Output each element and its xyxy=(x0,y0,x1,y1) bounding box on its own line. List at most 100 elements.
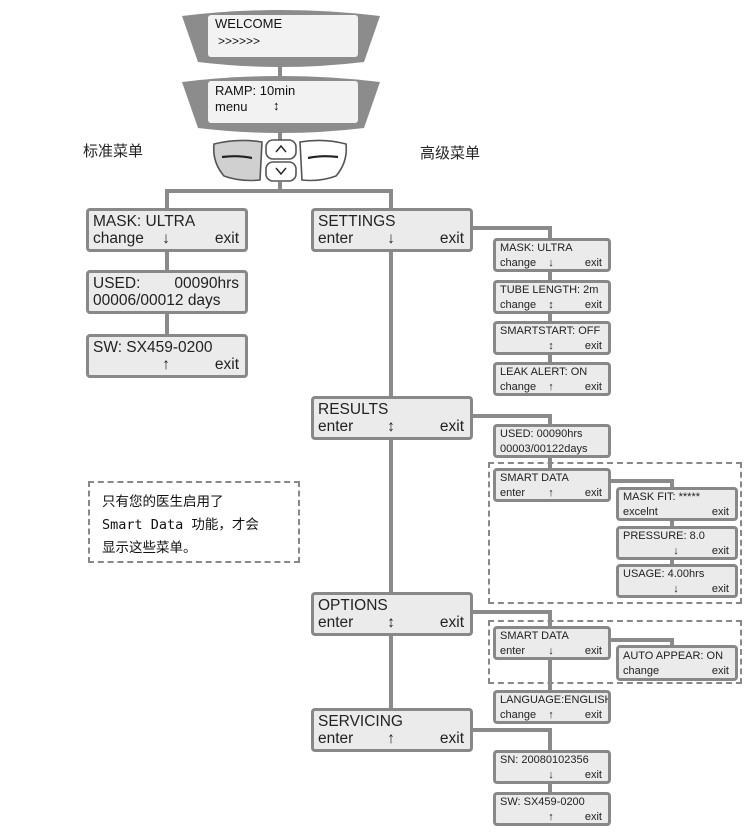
settings-leak-alert-item[interactable]: LEAK ALERT: ON change ↑ exit xyxy=(493,362,611,396)
item-title: SW: SX459-0200 xyxy=(93,339,213,356)
exit-label: exit xyxy=(439,614,464,631)
down-arrow-icon: ↓ xyxy=(387,230,395,247)
menu-title: OPTIONS xyxy=(318,597,388,614)
standard-mask-item[interactable]: MASK: ULTRA change ↓ exit xyxy=(86,208,248,252)
up-arrow-icon: ↑ xyxy=(548,487,554,499)
menu-title: SETTINGS xyxy=(318,213,396,230)
exit-label: exit xyxy=(584,709,602,721)
connector xyxy=(278,64,282,82)
smart-data-region xyxy=(488,462,742,604)
exit-label: exit xyxy=(584,257,602,269)
enter-label: enter xyxy=(318,418,354,435)
ramp-line2-label: menu xyxy=(215,99,248,114)
connector xyxy=(165,189,392,193)
connector xyxy=(548,782,552,794)
servicing-sw-item[interactable]: SW: SX459-0200 ↑ exit xyxy=(493,792,611,826)
item-title: LANGUAGE:ENGLISH xyxy=(500,694,611,706)
down-arrow-icon: ↓ xyxy=(548,645,554,657)
exit-label: exit xyxy=(711,583,729,595)
exit-label: exit xyxy=(584,645,602,657)
settings-smartstart-item[interactable]: SMARTSTART: OFF ↕ exit xyxy=(493,321,611,355)
connector xyxy=(548,658,552,692)
results-used-item[interactable]: USED: 00090hrs 00003/00122days xyxy=(493,424,611,458)
menu-title: RESULTS xyxy=(318,401,389,418)
smart-data-region xyxy=(488,620,742,684)
settings-menu[interactable]: SETTINGS enter ↓ exit xyxy=(311,208,473,252)
used-days: 00006/00012 days xyxy=(93,292,221,309)
exit-label: exit xyxy=(584,381,602,393)
connector xyxy=(472,728,552,732)
connector xyxy=(670,638,674,648)
change-label: change xyxy=(93,230,144,247)
connector xyxy=(670,479,674,491)
advanced-menu-heading: 高级菜单 xyxy=(420,144,481,162)
connector xyxy=(472,610,552,614)
item-title: SW: SX459-0200 xyxy=(500,796,585,808)
item-title: USAGE: 4.00hrs xyxy=(623,568,705,580)
standard-sw-item[interactable]: SW: SX459-0200 ↑ exit xyxy=(86,334,248,378)
down-arrow-icon: ↓ xyxy=(162,230,170,247)
item-title: AUTO APPEAR: ON xyxy=(623,650,724,662)
item-title: SN: 20080102356 xyxy=(500,754,589,766)
options-smart-data-menu[interactable]: SMART DATA enter ↓ exit xyxy=(493,626,611,660)
connector xyxy=(278,128,282,142)
down-arrow-icon: ↓ xyxy=(548,257,554,269)
settings-mask-item[interactable]: MASK: ULTRA change ↓ exit xyxy=(493,238,611,272)
item-title: TUBE LENGTH: 2m xyxy=(500,284,599,296)
language-item[interactable]: LANGUAGE:ENGLISH change ↑ exit xyxy=(493,690,611,724)
item-title: MASK: ULTRA xyxy=(93,213,196,230)
up-button[interactable] xyxy=(265,139,297,160)
up-down-arrow-icon: ↕ xyxy=(387,614,395,631)
smart-mask-fit-item[interactable]: MASK FIT: ***** excelnt exit xyxy=(616,487,738,521)
up-down-arrow-icon: ↕ xyxy=(548,340,554,352)
options-menu[interactable]: OPTIONS enter ↕ exit xyxy=(311,592,473,636)
enter-label: enter xyxy=(318,230,354,247)
exit-label: exit xyxy=(711,665,729,677)
exit-label: exit xyxy=(584,769,602,781)
up-down-arrow-icon: ↕ xyxy=(387,418,395,435)
welcome-line1: WELCOME xyxy=(215,16,283,31)
smart-usage-item[interactable]: USAGE: 4.00hrs ↓ exit xyxy=(616,564,738,598)
up-arrow-icon: ↑ xyxy=(387,730,395,747)
down-arrow-icon: ↓ xyxy=(673,545,679,557)
note-line: Smart Data 功能，才会 xyxy=(102,517,259,533)
item-title: PRESSURE: 8.0 xyxy=(623,530,705,542)
left-softkey-button[interactable] xyxy=(212,139,263,182)
standard-used-item[interactable]: USED: 00090hrs 00006/00012 days xyxy=(86,270,248,314)
down-arrow-icon: ↓ xyxy=(548,769,554,781)
settings-tube-length-item[interactable]: TUBE LENGTH: 2m change ↕ exit xyxy=(493,280,611,314)
exit-label: exit xyxy=(584,340,602,352)
used-days: 00003/00122days xyxy=(500,443,588,455)
used-hours: USED: 00090hrs xyxy=(500,428,583,440)
keypad xyxy=(210,138,350,184)
auto-appear-item[interactable]: AUTO APPEAR: ON change exit xyxy=(616,645,738,681)
connector xyxy=(548,728,552,752)
smart-pressure-item[interactable]: PRESSURE: 8.0 ↓ exit xyxy=(616,526,738,560)
results-smart-data-menu[interactable]: SMART DATA enter ↑ exit xyxy=(493,468,611,502)
exit-label: exit xyxy=(584,299,602,311)
servicing-sn-item[interactable]: SN: 20080102356 ↓ exit xyxy=(493,750,611,784)
right-softkey-button[interactable] xyxy=(299,139,348,182)
connector xyxy=(389,248,393,710)
item-title: MASK FIT: ***** xyxy=(623,491,701,503)
connector xyxy=(548,610,552,628)
down-button[interactable] xyxy=(265,161,297,182)
rating-label: excelnt xyxy=(623,506,658,518)
connector xyxy=(389,189,393,211)
results-menu[interactable]: RESULTS enter ↕ exit xyxy=(311,396,473,440)
connector xyxy=(548,270,552,370)
enter-label: enter xyxy=(318,730,354,747)
menu-title: SMART DATA xyxy=(500,472,569,484)
change-label: change xyxy=(500,709,537,721)
used-hours: 00090hrs xyxy=(174,275,239,292)
welcome-line2: >>>>>> xyxy=(218,34,261,48)
standard-menu-heading: 标准菜单 xyxy=(83,142,144,160)
exit-label: exit xyxy=(711,545,729,557)
servicing-menu[interactable]: SERVICING enter ↑ exit xyxy=(311,708,473,752)
exit-label: exit xyxy=(214,356,239,373)
exit-label: exit xyxy=(711,506,729,518)
exit-label: exit xyxy=(439,418,464,435)
exit-label: exit xyxy=(584,811,602,823)
down-arrow-icon: ↓ xyxy=(673,583,679,595)
welcome-display xyxy=(208,15,358,57)
